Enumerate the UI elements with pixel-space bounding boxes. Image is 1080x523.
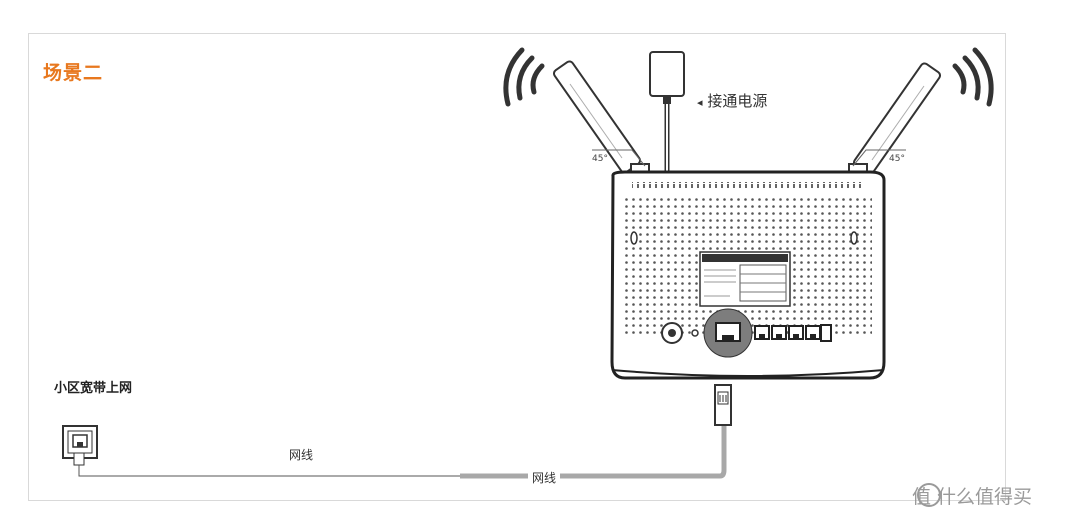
caption-title: 小区宽带上网 — [54, 381, 133, 396]
left-antenna-angle: 45° — [592, 154, 608, 164]
antenna-left — [552, 60, 650, 187]
router-ports — [661, 308, 832, 358]
arrow-left-icon: ◂ — [697, 96, 703, 109]
router-label-sticker — [699, 251, 791, 307]
lan-ports — [754, 325, 821, 340]
power-label: ◂ 接通电源 — [697, 90, 767, 111]
ethernet-cable — [78, 384, 732, 479]
zhi-badge-icon — [917, 483, 941, 507]
wifi-waves-left-icon — [503, 47, 545, 107]
usb-port-icon — [820, 324, 832, 342]
wifi-waves-right-icon — [952, 47, 994, 107]
right-antenna-angle: 45° — [889, 154, 905, 164]
cable-label-lower: 网线 — [528, 469, 561, 486]
cable-label-upper: 网线 — [289, 448, 314, 462]
ethernet-plug-icon — [714, 384, 732, 426]
watermark: 值 什么值得买 — [912, 486, 1033, 508]
power-label-text: 接通电源 — [707, 92, 768, 110]
wps-button-icon — [691, 329, 699, 337]
antenna-right — [848, 62, 942, 187]
wall-ethernet-socket-icon — [62, 425, 98, 466]
scene-title: 场景二 — [43, 62, 104, 84]
